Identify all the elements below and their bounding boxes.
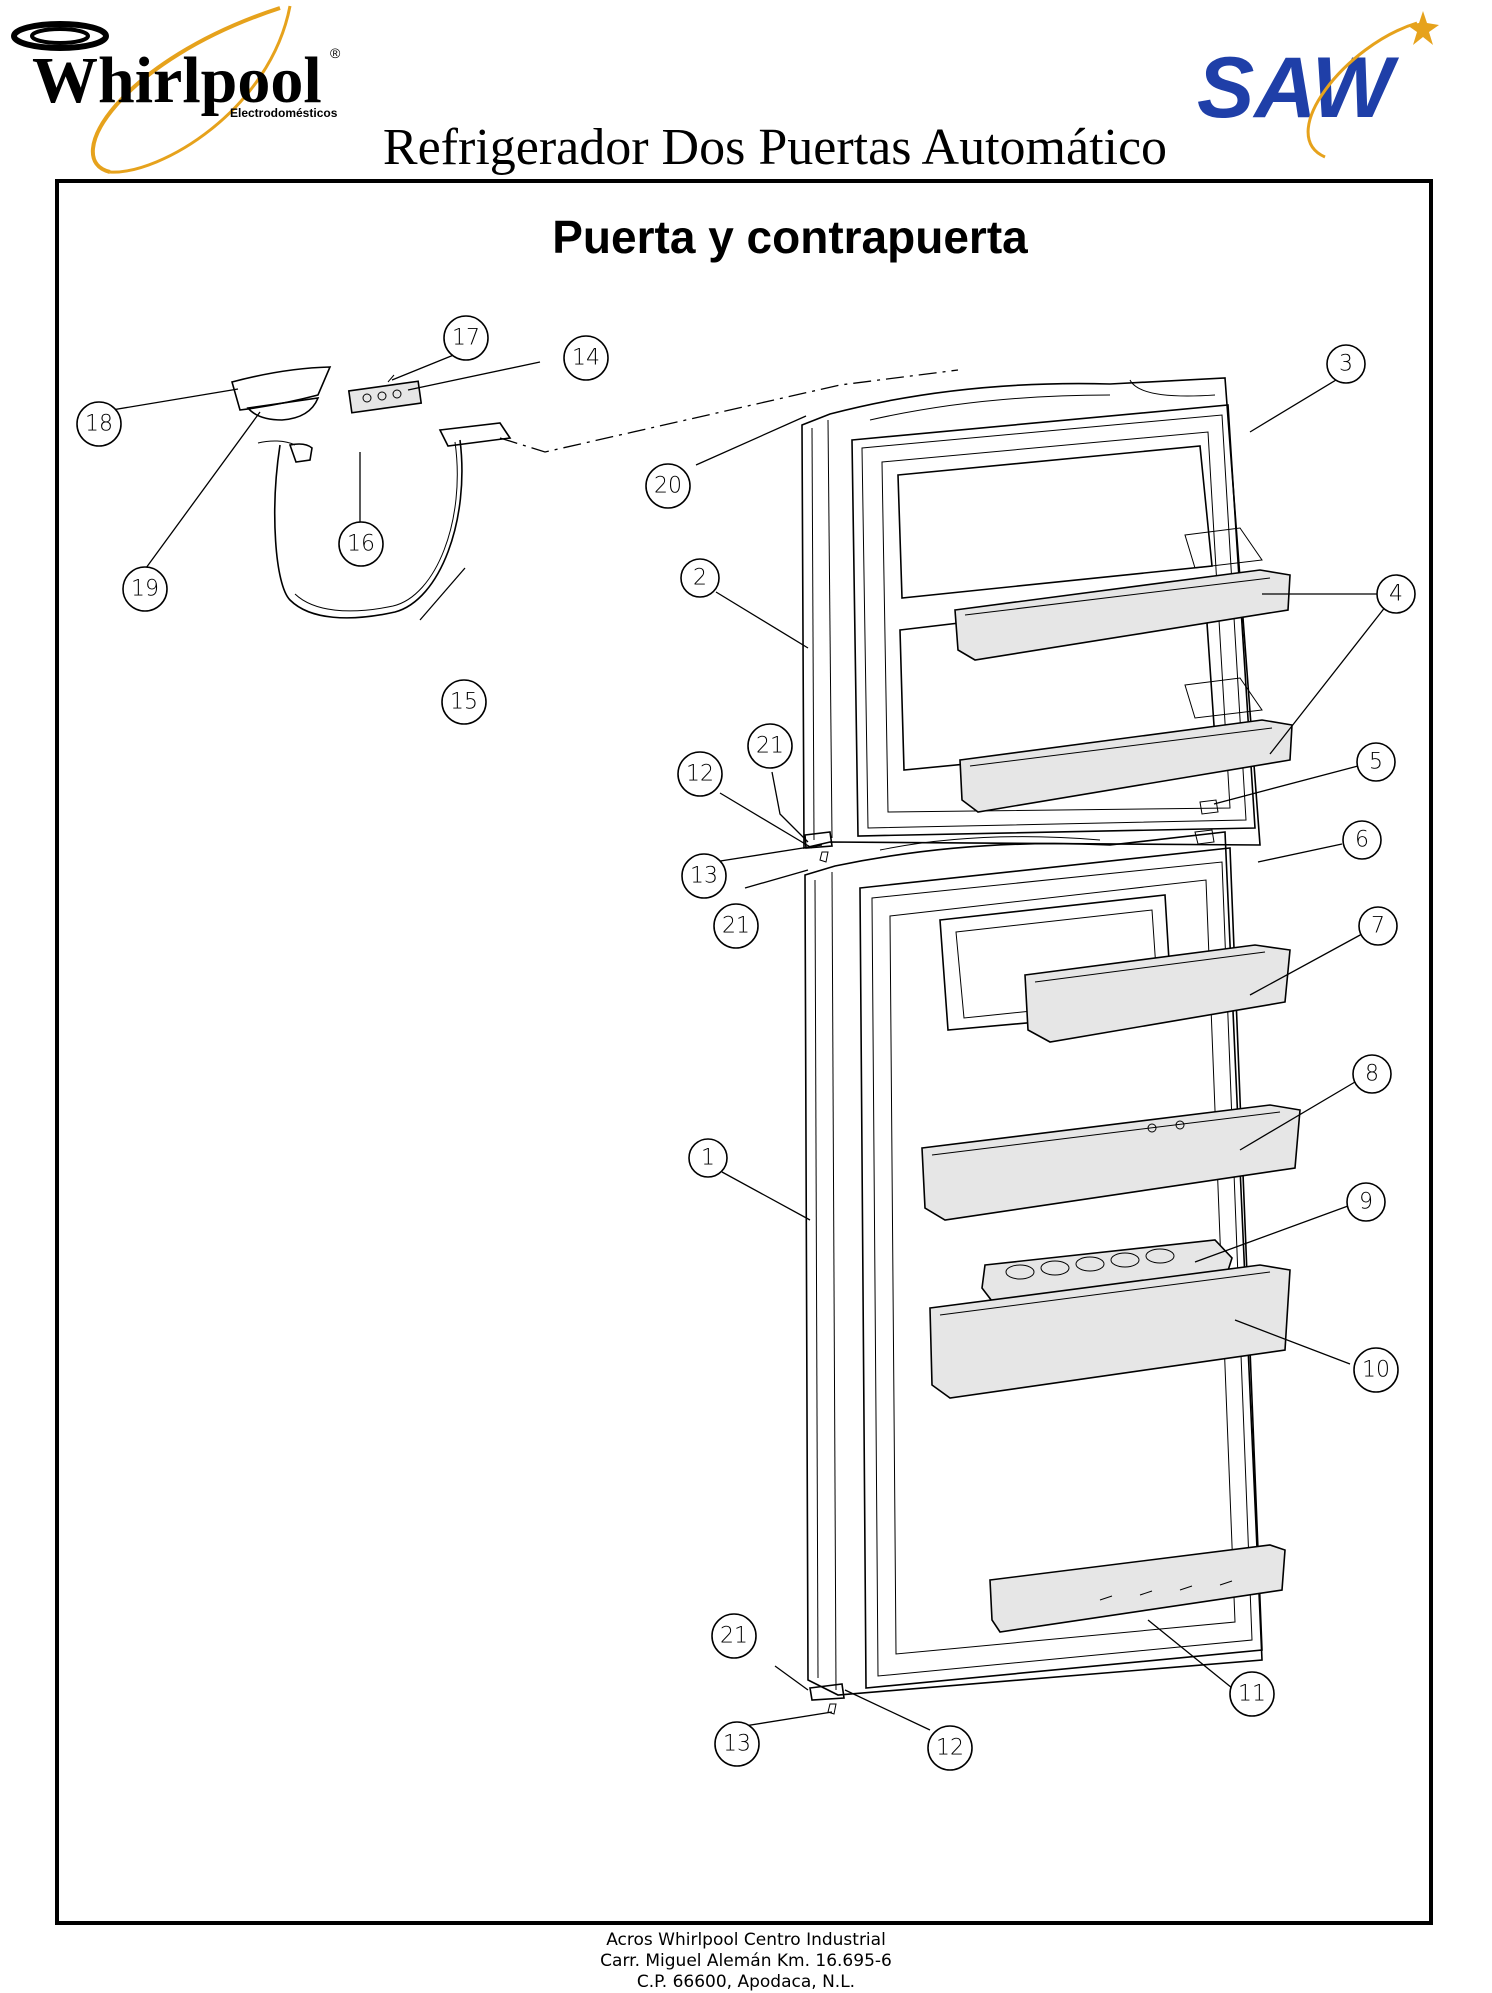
callout-7: 7 xyxy=(1358,906,1398,946)
svg-text:3: 3 xyxy=(1339,352,1353,377)
callout-15: 15 xyxy=(441,679,487,725)
callout-14: 14 xyxy=(563,335,609,381)
svg-text:21: 21 xyxy=(720,1624,748,1649)
svg-text:11: 11 xyxy=(1238,1682,1266,1707)
footer-line-2: Carr. Miguel Alemán Km. 16.695-6 xyxy=(600,1951,892,1971)
svg-text:4: 4 xyxy=(1389,582,1403,607)
callout-12-lower: 12 xyxy=(927,1725,973,1771)
svg-text:17: 17 xyxy=(452,326,480,351)
callout-8: 8 xyxy=(1352,1054,1392,1094)
svg-text:6: 6 xyxy=(1355,828,1369,853)
svg-text:9: 9 xyxy=(1359,1190,1373,1215)
svg-text:21: 21 xyxy=(722,914,750,939)
whirlpool-brand: Whirlpool xyxy=(32,44,322,117)
callout-1: 1 xyxy=(688,1138,728,1178)
whirlpool-logo: Whirlpool ® Electrodomésticos xyxy=(11,5,341,174)
svg-text:8: 8 xyxy=(1365,1062,1379,1087)
callout-13-lower: 13 xyxy=(714,1721,760,1767)
saw-logo: SAW xyxy=(1197,11,1439,159)
svg-text:16: 16 xyxy=(347,532,375,557)
callout-12-upper: 12 xyxy=(677,751,723,797)
footer-address: Acros Whirlpool Centro Industrial Carr. … xyxy=(0,1930,1492,1993)
callout-5: 5 xyxy=(1356,742,1396,782)
diagram-frame xyxy=(55,179,1433,1925)
document-title: Refrigerador Dos Puertas Automático xyxy=(382,119,1168,176)
callout-2: 2 xyxy=(680,558,720,598)
svg-text:19: 19 xyxy=(131,577,159,602)
callout-17: 17 xyxy=(443,315,489,361)
svg-text:1: 1 xyxy=(701,1146,715,1171)
section-title: Puerta y contrapuerta xyxy=(552,211,1028,263)
callout-4: 4 xyxy=(1376,574,1416,614)
footer-line-3: C.P. 66600, Apodaca, N.L. xyxy=(636,1972,856,1992)
svg-text:12: 12 xyxy=(686,762,714,787)
freezer-door xyxy=(801,377,1293,850)
star-icon xyxy=(1407,11,1439,45)
svg-text:12: 12 xyxy=(936,1736,964,1761)
callout-21-middle: 21 xyxy=(713,903,759,949)
callout-18: 18 xyxy=(76,401,122,447)
svg-text:2: 2 xyxy=(693,566,707,591)
svg-text:18: 18 xyxy=(85,412,113,437)
svg-text:10: 10 xyxy=(1362,1358,1390,1383)
svg-text:20: 20 xyxy=(654,474,682,499)
whirlpool-subbrand: Electrodomésticos xyxy=(230,106,338,120)
svg-text:13: 13 xyxy=(690,864,718,889)
svg-text:7: 7 xyxy=(1371,914,1385,939)
callout-19: 19 xyxy=(122,566,168,612)
callout-6: 6 xyxy=(1342,820,1382,860)
registered-mark: ® xyxy=(330,45,341,61)
callout-20: 20 xyxy=(645,463,691,509)
svg-text:5: 5 xyxy=(1369,750,1383,775)
saw-brand: SAW xyxy=(1197,40,1400,136)
callout-13-upper: 13 xyxy=(681,853,727,899)
callout-3: 3 xyxy=(1326,344,1366,384)
callout-16: 16 xyxy=(338,521,384,567)
svg-text:14: 14 xyxy=(572,346,600,371)
svg-text:21: 21 xyxy=(756,734,784,759)
svg-text:15: 15 xyxy=(450,690,478,715)
callout-9: 9 xyxy=(1346,1182,1386,1222)
callout-11: 11 xyxy=(1229,1671,1275,1717)
fresh-food-door xyxy=(804,829,1301,1696)
svg-text:13: 13 xyxy=(723,1732,751,1757)
lamp-assembly xyxy=(231,366,512,619)
footer-line-1: Acros Whirlpool Centro Industrial xyxy=(606,1930,886,1950)
callout-21-upper: 21 xyxy=(747,723,793,769)
callout-10: 10 xyxy=(1353,1347,1399,1393)
callout-21-lower: 21 xyxy=(711,1613,757,1659)
